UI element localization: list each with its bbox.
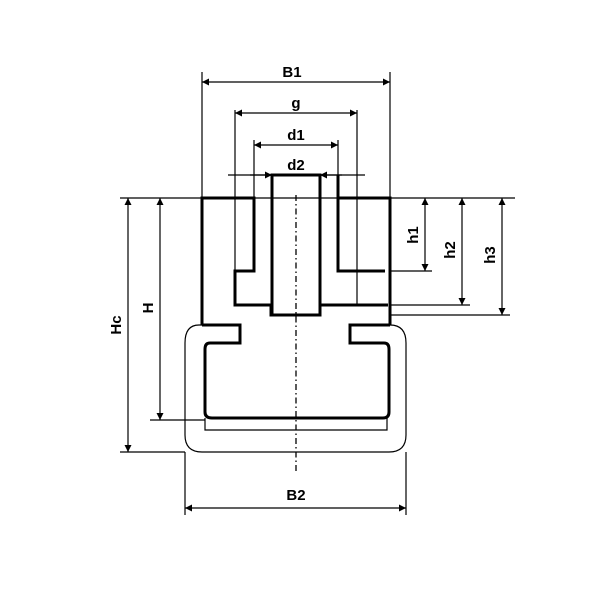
label-h1: h1 xyxy=(405,226,422,244)
track-profile xyxy=(184,323,407,453)
label-h3: h3 xyxy=(482,246,499,264)
label-h: H xyxy=(140,303,157,314)
label-g: g xyxy=(291,95,300,112)
label-b1: B1 xyxy=(282,64,301,81)
label-h2: h2 xyxy=(442,241,459,259)
label-d2: d2 xyxy=(287,157,305,174)
extension-lines xyxy=(120,72,515,515)
label-hc: Hc xyxy=(108,315,125,334)
dimension-lines xyxy=(124,78,506,512)
label-b2: B2 xyxy=(286,487,305,504)
label-d1: d1 xyxy=(287,127,305,144)
